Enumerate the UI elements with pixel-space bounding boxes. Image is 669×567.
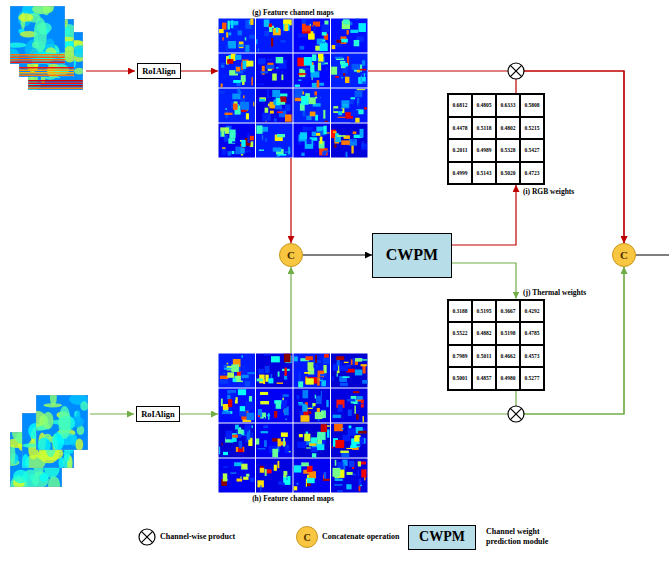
weight-table: (j) Thermal weights0.31880.51950.36670.4…	[447, 286, 586, 391]
table-cell: 0.5143	[472, 162, 496, 185]
connector	[303, 254, 372, 255]
legend-text: Channel-wise product	[160, 532, 235, 542]
table-cell: 0.3188	[448, 300, 472, 323]
feature-map: (h) Feature channel maps	[218, 353, 368, 504]
feature-map: (g) Feature channel maps	[218, 7, 368, 158]
feature-mosaic	[218, 18, 368, 158]
legend-symbol-label: CWPM	[419, 529, 465, 545]
table-cell: 0.5020	[496, 162, 520, 185]
table-cell: 0.5195	[472, 300, 496, 323]
node-label: (i) RGB weights	[523, 187, 574, 196]
node-label: (h) Feature channel maps	[218, 494, 368, 503]
table-cell: 0.4805	[472, 94, 496, 117]
connector	[181, 70, 218, 71]
cwpm-box: CWPM	[372, 233, 452, 278]
table-cell: 0.6333	[496, 94, 520, 117]
connector	[452, 185, 516, 245]
node-label: CWPM	[386, 246, 438, 264]
channel-product-symbol	[139, 529, 155, 545]
concat-circle: C	[612, 243, 636, 267]
table-cell: 0.5522	[448, 322, 472, 345]
weight-table: 0.68120.48050.63330.5808 0.44780.51180.48…	[447, 93, 574, 198]
table-cell: 0.4478	[448, 117, 472, 140]
node-label: C	[620, 249, 628, 261]
weight-grid: 0.31880.51950.36670.4292 0.55220.48820.51…	[447, 299, 545, 391]
input-arrow	[86, 70, 135, 71]
table-cell: 0.5215	[520, 117, 544, 140]
table-cell: 0.5808	[520, 94, 544, 117]
channel-product-symbol	[508, 63, 524, 79]
table-cell: 0.4980	[496, 367, 520, 390]
table-cell: 0.4723	[520, 162, 544, 185]
concat-circle: C	[279, 243, 303, 267]
legend-symbol: C	[296, 526, 318, 548]
channel-product-symbol	[508, 406, 524, 422]
table-cell: 0.5118	[472, 117, 496, 140]
input-image	[36, 395, 88, 450]
table-cell: 0.4573	[520, 345, 544, 368]
table-cell: 0.4882	[472, 322, 496, 345]
table-cell: 0.6812	[448, 94, 472, 117]
connector	[180, 413, 218, 414]
table-cell: 0.5001	[448, 367, 472, 390]
table-cell: 0.5198	[496, 322, 520, 345]
legend-text: Concatenate operation	[322, 532, 400, 542]
node-label: (j) Thermal weights	[523, 288, 586, 297]
input-arrow	[90, 413, 134, 414]
feature-mosaic	[218, 353, 368, 493]
table-cell: 0.7989	[448, 345, 472, 368]
connector	[290, 267, 291, 353]
node-label: RoIAlign	[142, 66, 176, 76]
caption: (h) Feature channel maps	[218, 493, 368, 504]
legend-symbol-label: C	[303, 532, 310, 543]
connector	[368, 71, 624, 243]
table-cell: 0.3667	[496, 300, 520, 323]
roi-align-box: RoIAlign	[137, 63, 181, 79]
input-image	[10, 6, 65, 64]
table-cell: 0.5277	[520, 367, 544, 390]
connector	[290, 158, 291, 243]
table-cell: 0.5427	[520, 139, 544, 162]
table-cell: 0.4662	[496, 345, 520, 368]
table-cell: 0.4802	[496, 117, 520, 140]
table-cell: 0.5011	[472, 345, 496, 368]
node-label: C	[287, 249, 295, 261]
table-cell: 0.4292	[520, 300, 544, 323]
legend-text: Channel weight prediction module	[486, 527, 570, 547]
weight-grid: 0.68120.48050.63330.5808 0.44780.51180.48…	[447, 93, 545, 185]
caption: (g) Feature channel maps	[218, 7, 368, 18]
table-cell: 0.5328	[496, 139, 520, 162]
table-cell: 0.2011	[448, 139, 472, 162]
connector	[452, 263, 516, 299]
table-cell: 0.4999	[448, 162, 472, 185]
table-cell: 0.4989	[472, 139, 496, 162]
node-label: RoIAlign	[141, 409, 175, 419]
roi-align-box: RoIAlign	[136, 406, 180, 422]
output-line	[636, 254, 669, 255]
table-cell: 0.4785	[520, 322, 544, 345]
caption: (j) Thermal weights	[523, 286, 586, 299]
legend-symbol: CWPM	[408, 525, 476, 550]
table-cell: 0.4857	[472, 367, 496, 390]
connector	[368, 267, 624, 414]
caption: (i) RGB weights	[523, 185, 574, 198]
node-label: (g) Feature channel maps	[218, 8, 368, 17]
legend-symbol	[138, 528, 156, 546]
